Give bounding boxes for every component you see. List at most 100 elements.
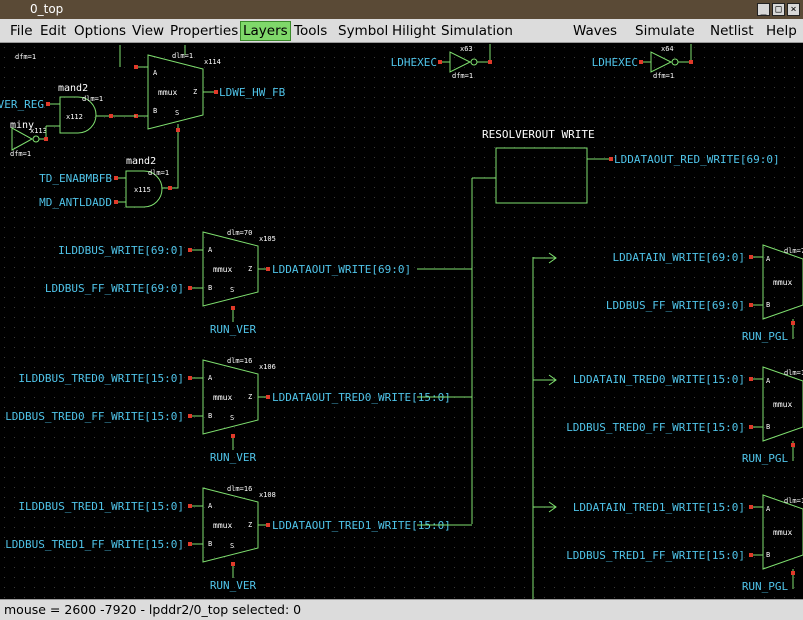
pin-marker xyxy=(44,137,48,141)
menu-hilight[interactable]: Hilight xyxy=(392,23,436,39)
pin-marker xyxy=(791,321,795,325)
mand2-attr: dlm=1 xyxy=(82,95,103,103)
pin-marker xyxy=(188,414,192,418)
menu-simulate[interactable]: Simulate xyxy=(635,23,695,39)
miny-attr: dfm=1 xyxy=(10,150,31,158)
mmux-body-label: mmux xyxy=(213,521,232,530)
mand2-type: mand2 xyxy=(58,83,88,94)
menu-help[interactable]: Help xyxy=(766,23,797,39)
pin-label-b: B xyxy=(153,107,157,115)
pin-marker xyxy=(689,60,693,64)
pin-label-a: A xyxy=(208,374,213,382)
net-label-sel: RUN_VER xyxy=(210,323,257,336)
net-label-sel: RUN_PGL xyxy=(742,580,789,593)
net-label-in-a: LDDATAIN_WRITE[69:0] xyxy=(613,251,745,264)
menu-options[interactable]: Options xyxy=(74,23,127,39)
pin-marker xyxy=(168,186,172,190)
wire xyxy=(170,124,179,189)
miny-type: miny xyxy=(10,120,34,131)
net-label-in-b: LDDBUS_TRED0_FF_WRITE[15:0] xyxy=(566,421,745,434)
net-label-ldwe: LDWE_HW_FB xyxy=(219,86,286,99)
pin-marker xyxy=(266,523,270,527)
mand2-attr: dlm=1 xyxy=(148,169,169,177)
window-title: 0_top xyxy=(30,2,64,16)
pin-label-b: B xyxy=(766,423,770,431)
pin-label-b: B xyxy=(208,540,212,548)
pin-label-s: S xyxy=(230,542,234,550)
pin-marker xyxy=(231,306,235,310)
mmux-body-label: mmux xyxy=(213,265,232,274)
pin-label-z: Z xyxy=(248,265,252,273)
menu-properties[interactable]: Properties xyxy=(170,23,239,39)
net-label-sel: RUN_PGL xyxy=(742,330,789,343)
net-label-out: LDDATAOUT_TRED1_WRITE[15:0] xyxy=(272,519,451,532)
net-label-in-a: ILDDBUS_TRED1_WRITE[15:0] xyxy=(18,500,184,513)
mmux-body-label: mmux xyxy=(773,278,792,287)
mmux-attr: dlm=16 xyxy=(227,485,252,493)
menu-view[interactable]: View xyxy=(132,23,165,39)
net-label-in-a: ILDDBUS_WRITE[69:0] xyxy=(58,244,184,257)
pin-label-a: A xyxy=(766,505,771,513)
menu-file[interactable]: File xyxy=(10,23,33,39)
pin-label-a: A xyxy=(153,69,158,77)
menu-waves[interactable]: Waves xyxy=(573,23,618,39)
pin-marker xyxy=(134,65,138,69)
menu-layers[interactable]: Layers xyxy=(240,21,291,41)
pin-label-s: S xyxy=(230,286,234,294)
menu-edit[interactable]: Edit xyxy=(40,23,67,39)
pin-marker xyxy=(114,200,118,204)
pin-marker xyxy=(188,542,192,546)
minimize-button[interactable]: _ xyxy=(757,3,770,16)
mmux-instance: x114 xyxy=(204,58,221,66)
pin-label-s: S xyxy=(230,414,234,422)
mmux-attr: dlm=7 xyxy=(784,247,803,255)
pin-label-a: A xyxy=(208,502,213,510)
net-label-out: LDDATAOUT_TRED0_WRITE[15:0] xyxy=(272,391,451,404)
status-text: mouse = 2600 -7920 - lpddr2/0_top select… xyxy=(4,602,302,617)
pin-marker xyxy=(749,505,753,509)
status-bar: mouse = 2600 -7920 - lpddr2/0_top select… xyxy=(0,599,803,620)
pin-label-b: B xyxy=(766,301,770,309)
pin-marker xyxy=(231,562,235,566)
miny-symbol xyxy=(11,127,34,151)
pin-marker xyxy=(749,377,753,381)
mand2-type: mand2 xyxy=(126,156,156,167)
net-label-in-a: ILDDBUS_TRED0_WRITE[15:0] xyxy=(18,372,184,385)
net-label-in-b: LDDBUS_FF_WRITE[69:0] xyxy=(45,282,184,295)
mand2-symbol xyxy=(59,96,97,134)
pin-marker xyxy=(46,102,50,106)
schematic-drawing[interactable]: ABZSmmuxdlm=1x114LDWE_HW_FBdfm=1mand2dlm… xyxy=(0,43,803,599)
cell-attr: dfm=1 xyxy=(653,72,674,80)
pin-marker xyxy=(176,128,180,132)
pin-label-a: A xyxy=(766,255,771,263)
maximize-button[interactable]: □ xyxy=(772,3,785,16)
mmux-instance: x106 xyxy=(259,363,276,371)
net-label-in-b: LDDBUS_FF_WRITE[69:0] xyxy=(606,299,745,312)
grid xyxy=(0,43,803,599)
net-label-in-a: LDDATAIN_TRED0_WRITE[15:0] xyxy=(573,373,745,386)
mmux-attr: dlm=16 xyxy=(227,357,252,365)
pin-marker xyxy=(639,60,643,64)
mmux-attr: dlm=1 xyxy=(784,369,803,377)
menu-netlist[interactable]: Netlist xyxy=(710,23,754,39)
close-button[interactable]: × xyxy=(787,3,800,16)
pin-label-z: Z xyxy=(248,393,252,401)
menu-tools[interactable]: Tools xyxy=(294,23,328,39)
pin-marker xyxy=(188,286,192,290)
mand2-instance: x115 xyxy=(134,186,151,194)
menu-simulation[interactable]: Simulation xyxy=(441,23,513,39)
mmux-body-label: mmux xyxy=(158,88,177,97)
mmux-symbol xyxy=(202,231,259,307)
pin-marker xyxy=(438,60,442,64)
mmux-symbol xyxy=(147,54,204,130)
mmux-symbol xyxy=(762,366,803,442)
net-label-sel: RUN_VER xyxy=(210,579,257,592)
menu-symbol[interactable]: Symbol xyxy=(338,23,389,39)
pin-marker xyxy=(214,90,218,94)
mmux-symbol xyxy=(202,487,259,563)
net-label-ver-reg: VER_REG xyxy=(0,98,44,111)
cell-instance: x63 xyxy=(460,45,473,53)
net-label-out: LDDATAOUT_WRITE[69:0] xyxy=(272,263,411,276)
pin-marker xyxy=(266,395,270,399)
